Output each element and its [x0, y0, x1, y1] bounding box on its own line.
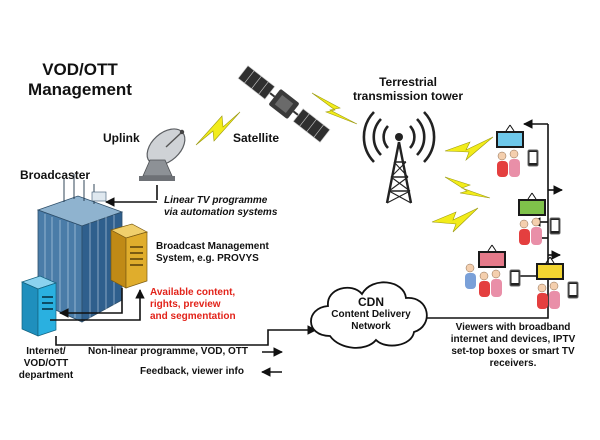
viewers-label: Viewers with broadband internet and devi… — [438, 322, 588, 370]
satellite-icon — [237, 65, 331, 143]
bms-server-icon — [110, 223, 148, 289]
linear-tv-label-line: Linear TV programme — [164, 195, 268, 206]
tower-label-line: Terrestrial — [379, 75, 437, 89]
feedback-legend-label: Feedback, viewer info — [140, 366, 244, 377]
viewer-group-icon — [518, 192, 561, 245]
broadcaster-label: Broadcaster — [20, 168, 91, 182]
department-label-line: VOD/OTT — [23, 358, 69, 369]
tower-label-line: transmission tower — [352, 89, 464, 103]
bms-label-line: System, e.g. PROVYS — [156, 253, 259, 264]
management-title-line: Management — [28, 80, 132, 99]
cdn-title: CDN — [358, 295, 384, 309]
vod-server-icon — [21, 275, 57, 337]
cdn-subtitle-line: Network — [351, 321, 391, 332]
cdn-subtitle-line: Content Delivery — [331, 309, 411, 320]
lightning-icon — [311, 92, 358, 125]
uplink-label: Uplink — [103, 131, 140, 145]
linear-tv-label-line: via automation systems — [164, 207, 278, 218]
viewers-label-line: receivers. — [489, 358, 537, 369]
satellite-dish-icon — [139, 128, 186, 181]
lightning-icon — [431, 207, 479, 233]
viewer-group-icon — [496, 124, 539, 177]
management-title-line: VOD/OTT — [42, 60, 118, 79]
department-label-line: department — [18, 370, 74, 381]
broadcaster-building-icon — [36, 174, 124, 323]
nonlinear-legend-label: Non-linear programme, VOD, OTT — [88, 346, 249, 357]
viewers-label-line: set-top boxes or smart TV — [451, 346, 575, 357]
lightning-icon — [195, 111, 241, 146]
bms-label: Broadcast Management System, e.g. PROVYS — [156, 241, 269, 265]
viewer-group-icon — [465, 244, 521, 297]
transmission-tower-icon — [362, 111, 436, 204]
tower-label: Terrestrial transmission tower — [352, 75, 464, 103]
available-content-label-line: and segmentation — [150, 311, 236, 322]
department-label-line: Internet/ — [26, 346, 66, 357]
available-content-label-line: rights, preview — [150, 299, 221, 310]
lightning-icon — [444, 136, 494, 161]
available-content-label-line: Available content, — [150, 287, 236, 298]
linear-tv-label: Linear TV programme via automation syste… — [164, 195, 277, 219]
viewer-group-icon — [536, 256, 579, 309]
management-title: VOD/OTT Management — [10, 60, 150, 100]
cdn-label: CDN Content Delivery Network — [318, 295, 424, 333]
bms-label-line: Broadcast Management — [156, 241, 269, 252]
lightning-icon — [444, 176, 491, 199]
viewers-label-line: internet and devices, IPTV — [450, 334, 576, 345]
available-content-label: Available content, rights, preview and s… — [150, 287, 236, 323]
department-label: Internet/ VOD/OTT department — [12, 346, 80, 382]
cloud-icon — [310, 281, 428, 349]
viewers-label-line: Viewers with broadband — [455, 322, 571, 333]
satellite-label: Satellite — [233, 131, 280, 145]
